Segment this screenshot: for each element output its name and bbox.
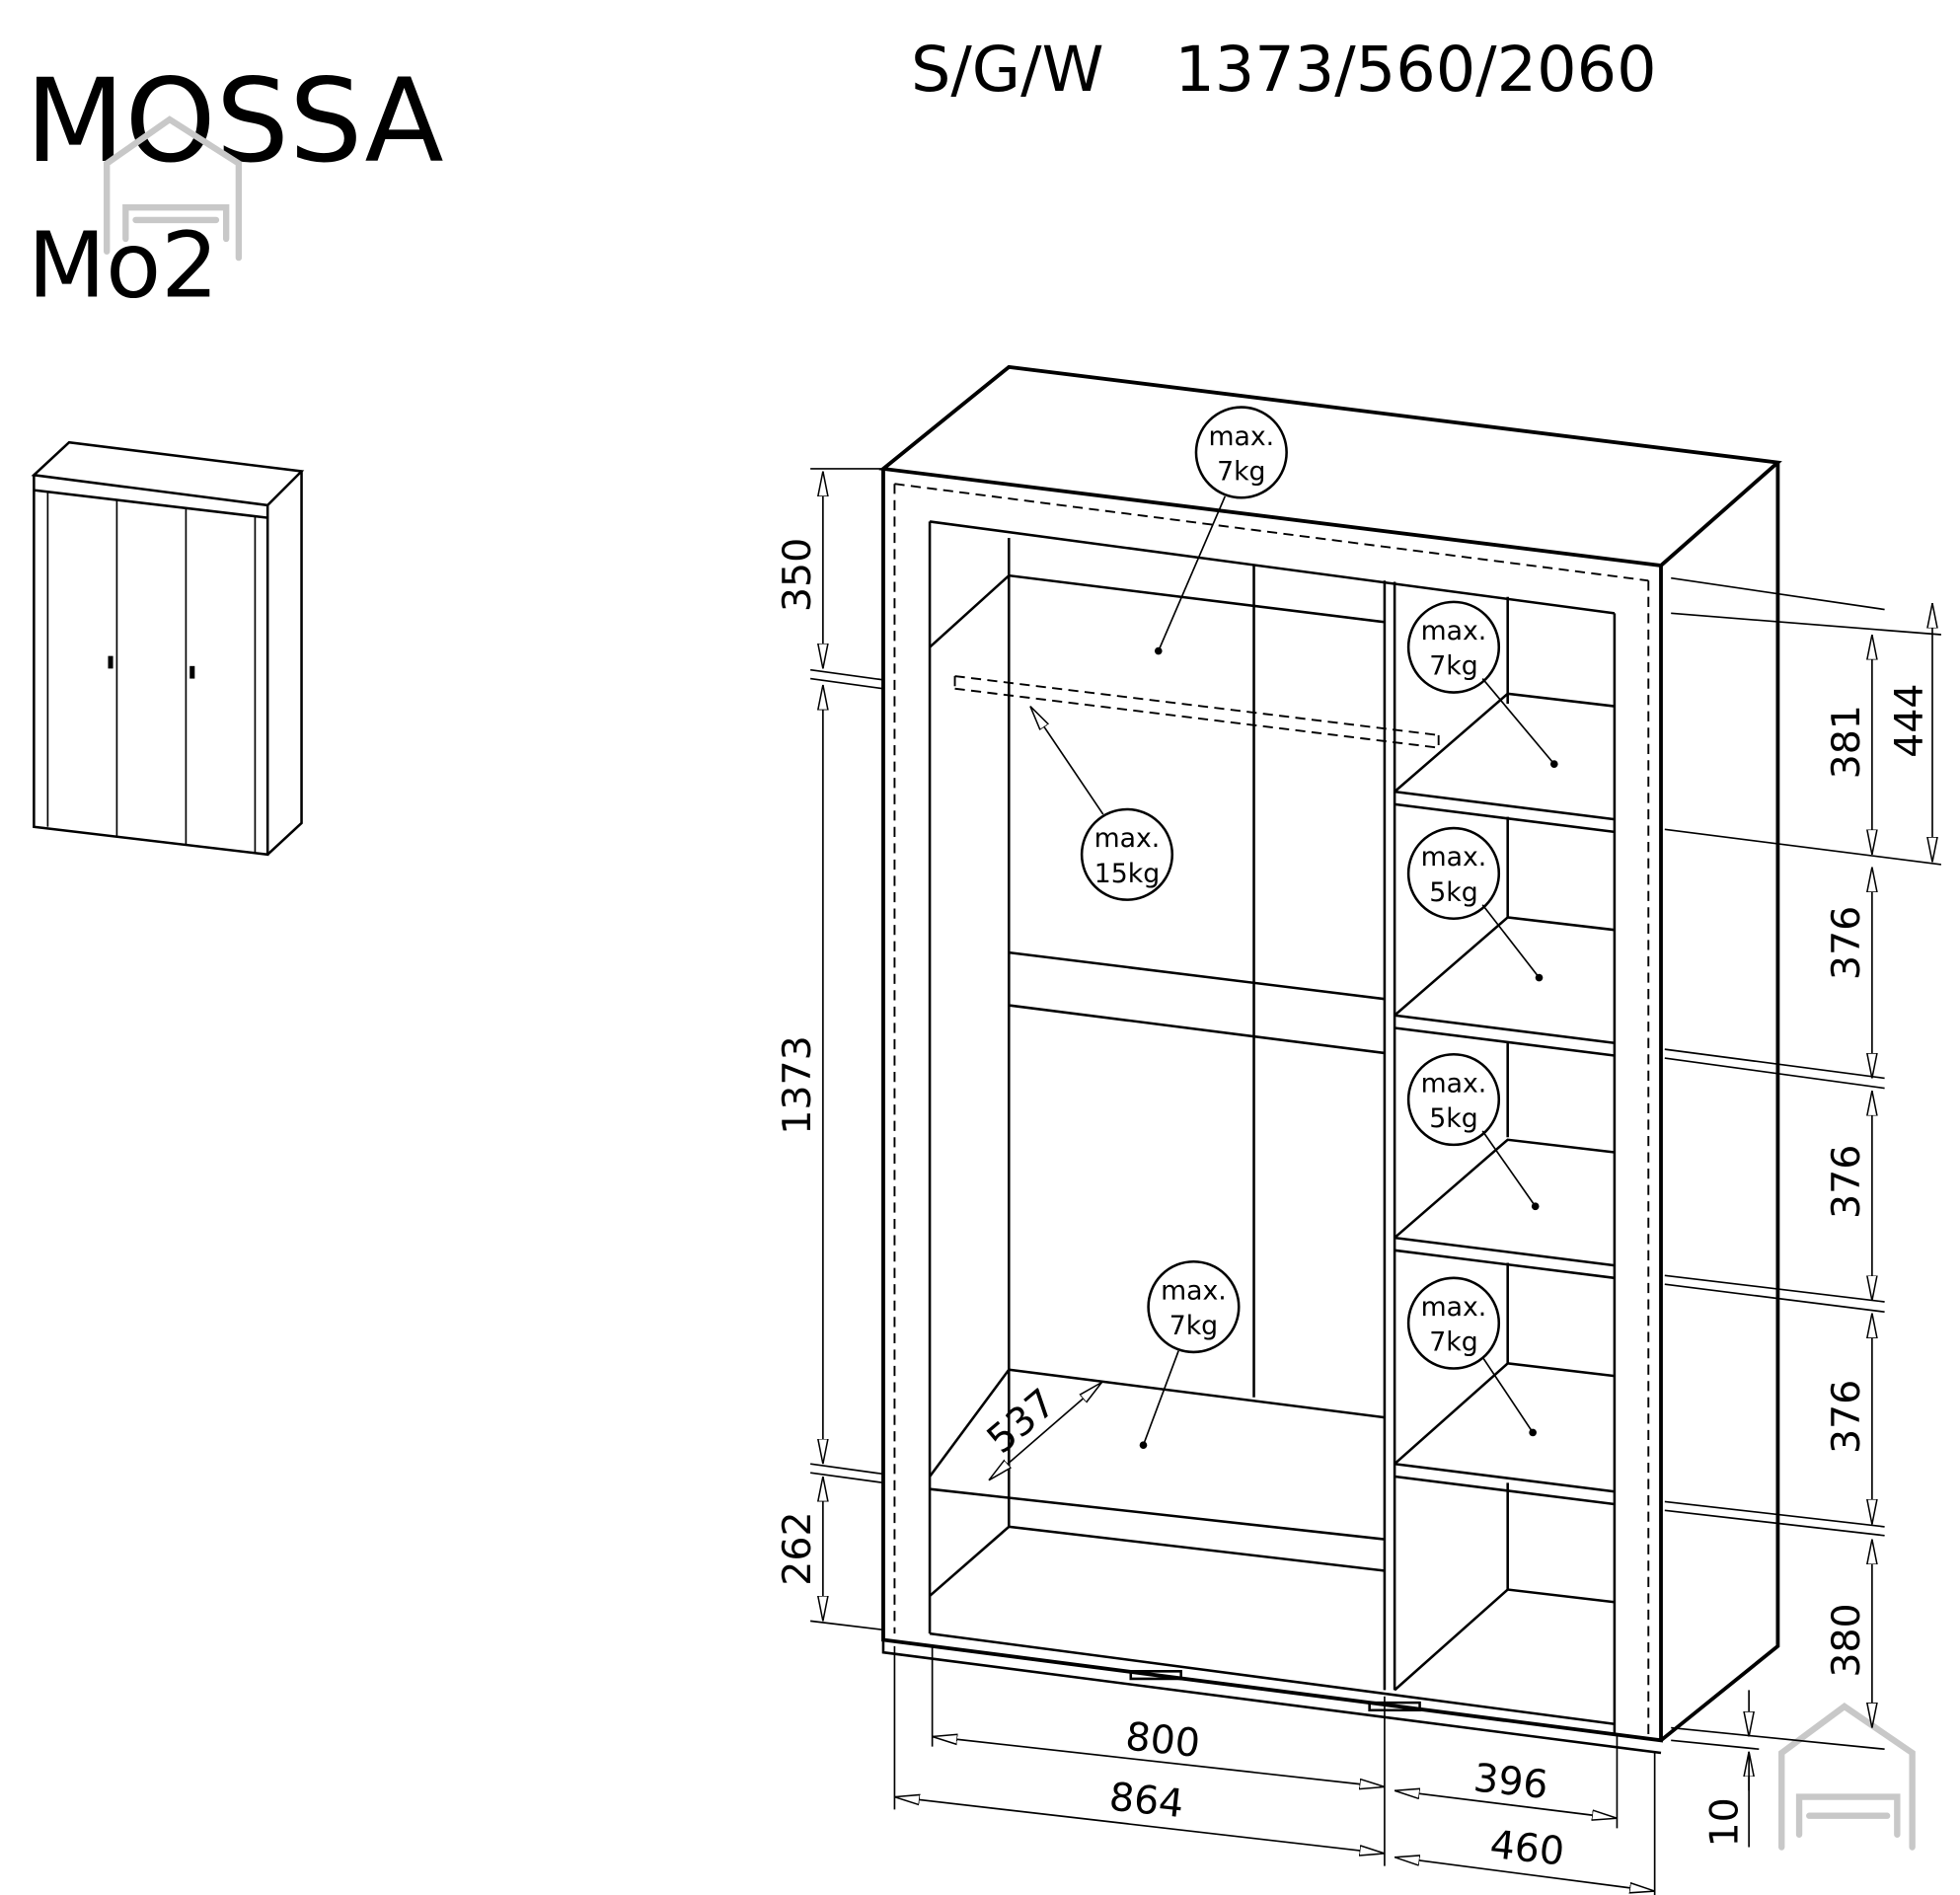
dim-plinth: 10 <box>1702 1797 1748 1847</box>
svg-text:5kg: 5kg <box>1429 877 1477 908</box>
svg-text:7kg: 7kg <box>1217 456 1265 487</box>
watermark-logo-icon <box>1778 1703 1916 1851</box>
product-title: MOSSA <box>25 53 443 189</box>
svg-text:max.: max. <box>1421 1068 1487 1099</box>
wardrobe-thumbnail <box>31 440 305 857</box>
svg-text:max.: max. <box>1161 1275 1227 1306</box>
load-limit-right-shelf-3: max. 5kg <box>1406 1052 1540 1211</box>
dim-bottom-compartment: 262 <box>775 1511 820 1585</box>
load-limit-bottom-shelf: max. 7kg <box>1139 1259 1241 1449</box>
dim-right-shelf-4: 376 <box>1824 1380 1869 1454</box>
svg-text:15kg: 15kg <box>1094 859 1160 889</box>
dimension-lines <box>823 471 1932 1892</box>
dim-right-shelf-1: 381 <box>1824 705 1869 779</box>
load-limit-top-shelf: max. 7kg <box>1154 406 1288 655</box>
dim-left-inner-width: 800 <box>1123 1713 1202 1767</box>
svg-text:max.: max. <box>1208 421 1274 452</box>
load-limit-right-shelf-4: max. 7kg <box>1406 1276 1537 1437</box>
svg-text:7kg: 7kg <box>1429 1327 1477 1358</box>
dim-right-shelf-2: 376 <box>1824 906 1869 980</box>
load-limit-right-shelf-2: max. 5kg <box>1406 826 1544 982</box>
dim-right-outer-width: 460 <box>1488 1822 1567 1875</box>
watermark-logo-icon <box>104 115 243 262</box>
svg-text:max.: max. <box>1421 616 1487 646</box>
dim-right-shelf-5: 380 <box>1824 1603 1869 1677</box>
dimensions-value: 1373/560/2060 <box>1174 34 1656 107</box>
extension-lines <box>810 468 1942 1895</box>
dim-top-compartment: 350 <box>775 538 820 612</box>
svg-text:max.: max. <box>1094 823 1161 854</box>
dim-right-shelf-3: 376 <box>1824 1145 1869 1219</box>
dim-right-top-total: 444 <box>1887 683 1932 757</box>
load-limit-right-shelf-1: max. 7kg <box>1406 600 1558 768</box>
svg-text:max.: max. <box>1421 1292 1487 1323</box>
dim-left-outer-width: 864 <box>1107 1775 1186 1828</box>
wardrobe-drawing <box>878 364 1782 1755</box>
svg-text:5kg: 5kg <box>1429 1103 1477 1134</box>
dimensions-label: S/G/W <box>911 34 1104 107</box>
dim-hanging-height: 1373 <box>775 1035 820 1134</box>
svg-text:7kg: 7kg <box>1429 651 1477 682</box>
svg-text:7kg: 7kg <box>1169 1311 1218 1341</box>
load-limit-hanging-rail: max. 15kg <box>1030 707 1174 901</box>
svg-text:max.: max. <box>1421 842 1487 872</box>
dim-right-inner-width: 396 <box>1471 1755 1550 1808</box>
